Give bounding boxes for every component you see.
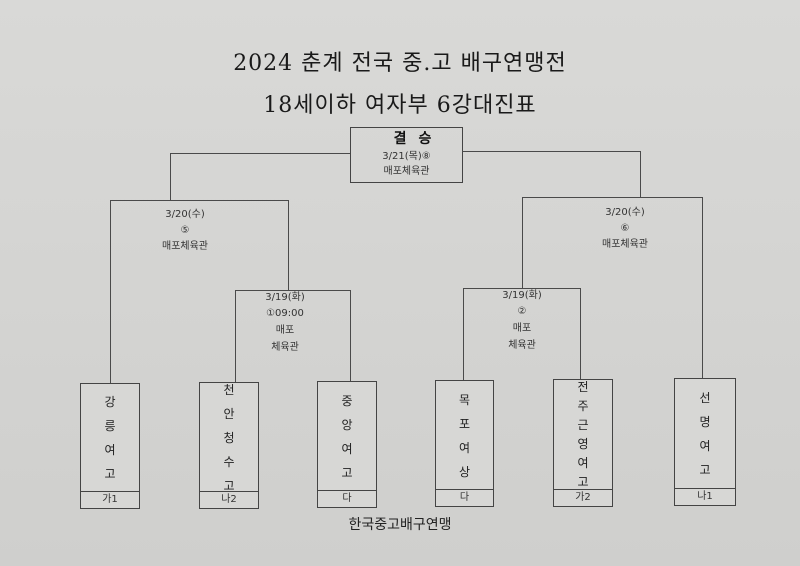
final-date: 3/21(목)⑧ bbox=[382, 151, 431, 162]
team-name: 전 주 근 영 여 고 bbox=[577, 380, 589, 489]
bracket-subtitle: 18세이하 여자부 6강대진표 bbox=[263, 93, 537, 118]
team-name: 중 앙 여 고 bbox=[341, 393, 353, 480]
tournament-title: 2024 춘계 전국 중.고 배구연맹전 bbox=[233, 51, 567, 76]
semifinal-right-date: 3/20(수) bbox=[605, 207, 645, 218]
team-group: 나2 bbox=[200, 491, 258, 508]
team-name: 천 안 청 수 고 bbox=[223, 382, 235, 493]
final-label: 결승 bbox=[393, 131, 444, 147]
quarterfinal-left-match: ①09:00 bbox=[266, 308, 304, 319]
quarterfinal-left-venue-2: 체육관 bbox=[271, 342, 299, 353]
semifinal-left-date: 3/20(수) bbox=[165, 209, 205, 220]
quarterfinal-right-venue: 매포 bbox=[512, 323, 532, 334]
team-box-gangneung: 강 릉 여 고 가1 bbox=[80, 383, 140, 509]
connector-line bbox=[522, 197, 702, 198]
quarterfinal-right-venue-2: 체육관 bbox=[508, 340, 536, 351]
connector-line bbox=[702, 197, 703, 378]
team-name: 선 명 여 고 bbox=[699, 391, 711, 477]
team-group: 나1 bbox=[675, 488, 735, 505]
quarterfinal-right-date: 3/19(화) bbox=[502, 290, 542, 301]
connector-line bbox=[170, 153, 171, 200]
connector-line bbox=[463, 288, 464, 380]
team-box-mokpo: 목 포 여 상 다 bbox=[435, 380, 494, 507]
semifinal-left-venue: 매포체육관 bbox=[162, 241, 208, 252]
semifinal-right-venue: 매포체육관 bbox=[602, 239, 648, 250]
connector-line bbox=[235, 290, 350, 291]
final-match-box bbox=[350, 127, 463, 183]
team-group: 가2 bbox=[554, 489, 612, 506]
connector-line bbox=[522, 197, 523, 288]
final-venue: 매포체육관 bbox=[383, 166, 430, 177]
connector-line bbox=[580, 288, 581, 379]
quarterfinal-left-date: 3/19(화) bbox=[265, 292, 305, 303]
team-name: 강 릉 여 고 bbox=[104, 395, 116, 481]
team-box-jungang: 중 앙 여 고 다 bbox=[317, 381, 377, 508]
team-name: 목 포 여 상 bbox=[458, 392, 471, 479]
semifinal-right-match: ⑥ bbox=[620, 223, 630, 234]
connector-line bbox=[463, 288, 580, 289]
semifinal-left-match: ⑤ bbox=[180, 225, 190, 236]
team-group: 다 bbox=[436, 489, 493, 506]
connector-line bbox=[288, 200, 289, 290]
team-group: 가1 bbox=[81, 491, 139, 508]
team-box-cheonan-cheongsu: 천 안 청 수 고 나2 bbox=[199, 382, 259, 509]
team-group: 다 bbox=[318, 490, 376, 507]
connector-line bbox=[640, 151, 641, 197]
connector-line bbox=[170, 153, 350, 154]
connector-line bbox=[110, 200, 111, 383]
quarterfinal-right-match: ② bbox=[517, 306, 527, 317]
connector-line bbox=[110, 200, 288, 201]
connector-line bbox=[235, 290, 236, 383]
connector-line bbox=[462, 151, 640, 152]
organizer-footer: 한국중고배구연맹 bbox=[348, 517, 452, 533]
connector-line bbox=[350, 290, 351, 381]
team-box-seonmyeong: 선 명 여 고 나1 bbox=[674, 378, 736, 506]
quarterfinal-left-venue: 매포 bbox=[275, 325, 295, 336]
team-box-jeonju-geunyoung: 전 주 근 영 여 고 가2 bbox=[553, 379, 613, 507]
